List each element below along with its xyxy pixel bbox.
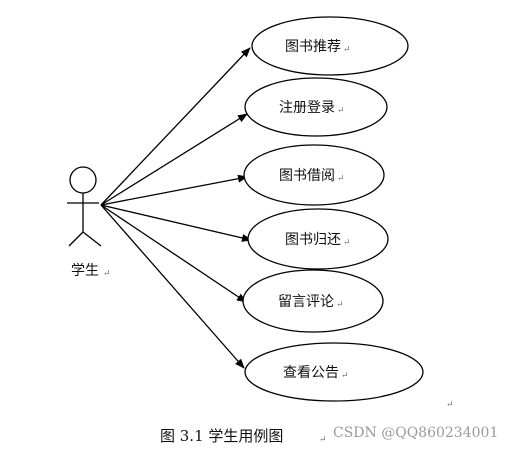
use-case-label: 留言评论	[278, 294, 334, 310]
stray-paragraph-mark: ↵	[446, 400, 454, 410]
use-case-register-login	[244, 77, 388, 137]
actor-left-leg	[68, 231, 84, 247]
figure-caption: 图 3.1 学生用例图	[160, 427, 283, 445]
association-arrow	[100, 47, 251, 206]
association-arrow	[100, 204, 247, 303]
use-case-label: 注册登录	[279, 100, 335, 116]
csdn-watermark: CSDN @QQ860234001	[333, 425, 498, 441]
associations	[100, 47, 252, 369]
use-case-book-return	[247, 208, 389, 270]
caption-paragraph-mark: ↵	[319, 435, 327, 445]
use-case-message-comment	[242, 269, 384, 333]
use-case-label: 查看公告	[283, 365, 339, 381]
use-cases	[242, 16, 424, 402]
association-arrow	[100, 204, 252, 242]
use-case-label: 图书归还	[285, 231, 341, 248]
use-case-paragraph-mark: ↵	[343, 45, 351, 55]
use-case-book-borrow	[243, 144, 385, 206]
use-case-paragraph-mark: ↵	[336, 300, 344, 310]
actor-right-leg	[82, 231, 102, 247]
use-case-paragraph-mark: ↵	[343, 238, 351, 248]
use-case-labels: 图书推荐 ↵ 注册登录 ↵ 图书借阅 ↵ 图书归还 ↵ 留言评论 ↵ 查看公告 …	[278, 39, 351, 381]
actor-head	[69, 166, 97, 194]
use-case-paragraph-mark: ↵	[337, 174, 345, 184]
actor-paragraph-mark: ↵	[103, 269, 111, 279]
actor-name: 学生	[71, 263, 99, 279]
use-case-label: 图书推荐	[285, 39, 341, 55]
use-case-label: 图书借阅	[279, 168, 335, 184]
association-arrow	[100, 113, 248, 206]
use-case-paragraph-mark: ↵	[337, 106, 345, 116]
association-arrow	[100, 174, 248, 206]
use-case-book-recommendation	[251, 16, 409, 76]
association-arrow	[100, 204, 245, 369]
actor-figure	[67, 166, 102, 247]
use-case-paragraph-mark: ↵	[341, 371, 349, 381]
use-case-view-announcements	[244, 342, 424, 402]
